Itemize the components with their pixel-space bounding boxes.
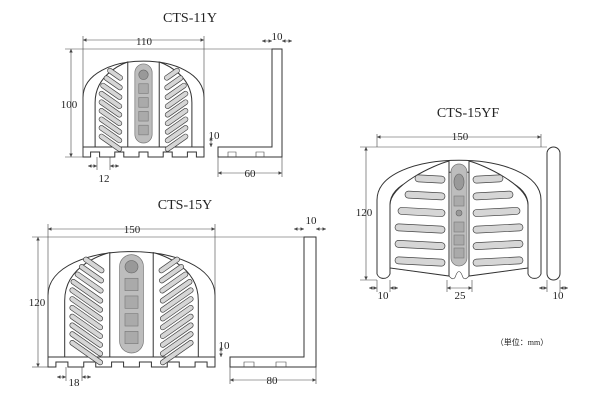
cts-15y-right-slat — [159, 271, 189, 294]
cts-15y-right-slat — [159, 264, 185, 284]
cts-11y-right-slat — [164, 90, 189, 109]
cts-11y-right-slat — [164, 82, 187, 100]
cts-15y-left-slat — [69, 322, 104, 348]
cts-15y-notch-label: 18 — [69, 377, 81, 389]
cts-11y-right-slat — [164, 125, 189, 144]
cts-15y-right-slat — [159, 296, 194, 322]
cts-15y-center-block — [124, 277, 139, 291]
cts-15yf-left-slat — [394, 240, 446, 250]
cts-15y-ramp-notches — [243, 361, 287, 367]
cts-15yf-height-label: 120 — [356, 207, 373, 219]
cts-11y-right-slat — [164, 67, 180, 81]
cts-15yf-base-edge — [389, 267, 529, 280]
cts-15yf-left-slat — [394, 223, 446, 234]
cts-15yf-notch-label: 25 — [455, 290, 467, 302]
cts-11y-width-label: 110 — [136, 36, 153, 48]
cts-11y-left-slat — [98, 108, 123, 127]
cts-15yf-right-wall-label: 10 — [553, 290, 565, 302]
cts-11y-left-slat — [98, 133, 123, 152]
cts-15yf-right-slat — [472, 223, 524, 234]
cts-15yf-right-slat — [472, 256, 524, 267]
cts-15y-title: CTS-15Y — [158, 198, 212, 213]
cts-15y-edge-ramp — [229, 236, 317, 368]
cts-15y-center-block — [124, 295, 139, 309]
cts-15y-left-slat — [69, 296, 104, 322]
cts-15yf-left-slat — [397, 207, 446, 217]
cts-15y-width-label: 150 — [124, 224, 141, 236]
cts-15yf-left-slat — [404, 190, 446, 201]
cts-15y-left-slat — [69, 331, 104, 357]
cts-11y-base-strip — [82, 146, 205, 158]
cts-15y-left-slat — [83, 256, 105, 274]
cts-11y-ramp-notches — [227, 151, 265, 157]
cts-15y-left-slat — [74, 271, 104, 294]
cts-15y-right-slat — [159, 287, 194, 313]
cts-15y-left-slat — [69, 313, 104, 339]
cts-11y-edge-ramp — [217, 48, 283, 158]
cts-11y-right-slat — [164, 133, 189, 152]
cts-15y-right-slat — [159, 340, 194, 366]
cts-11y-center-block — [138, 97, 149, 108]
cts-11y-center-block — [138, 111, 149, 122]
cts-15yf-right-slat — [472, 174, 504, 184]
cts-11y-left-slat — [107, 67, 123, 81]
cts-11y-right-slat — [164, 116, 189, 135]
cts-11y-center-block — [138, 124, 149, 136]
cts-11y-height-label: 100 — [61, 99, 78, 111]
cts-15y-right-slat — [159, 322, 194, 348]
cts-15y-center-block — [124, 331, 139, 344]
cts-15yf-right-slat — [472, 190, 514, 201]
cts-15y-left-slat — [70, 279, 104, 304]
cts-11y-left-slat — [103, 75, 123, 91]
cts-11y-center-knob — [138, 69, 149, 80]
cts-15yf-center-block — [453, 234, 465, 246]
cts-15y-right-slat — [159, 279, 193, 304]
cts-11y-right-slat — [164, 99, 189, 118]
cts-15y-right-slat — [158, 256, 180, 274]
cts-15y-drawing: CTS-15Y 150 10 120 10 18 80 — [29, 198, 326, 389]
cts-15yf-left-wall-label: 10 — [378, 290, 390, 302]
cts-11y-notch-label: 12 — [99, 173, 110, 185]
cts-15yf-left-slat — [394, 256, 446, 267]
cts-15y-foot-label: 80 — [267, 375, 279, 387]
cts-11y-base-label: 10 — [209, 130, 221, 142]
cts-15yf-right-slat — [472, 240, 524, 250]
cts-15y-base-strip — [47, 356, 216, 368]
cts-15yf-left-slat — [414, 174, 446, 184]
cts-15y-center-block — [124, 313, 139, 327]
cts-15y-base-label: 10 — [219, 340, 231, 352]
cts-11y-foot-label: 60 — [245, 168, 257, 180]
cts-15y-height-label: 120 — [29, 297, 46, 309]
cts-15y-right-slat — [159, 304, 194, 331]
cts-11y-right-slat — [164, 75, 184, 91]
unit-note: （単位：mm） — [496, 337, 548, 347]
cts-11y-wall-label: 10 — [272, 31, 284, 43]
cts-11y-title: CTS-11Y — [163, 11, 217, 26]
cts-15yf-right-slat — [472, 207, 521, 217]
cts-15y-left-slat — [69, 304, 104, 331]
cts-15yf-edge-bar — [546, 146, 561, 281]
cts-15yf-center-knob — [453, 173, 465, 191]
cts-15yf-center-block — [453, 247, 465, 259]
cts-15yf-center-block — [453, 195, 465, 207]
cts-15yf-drawing: CTS-15YF 150 120 10 25 10 — [356, 106, 568, 302]
cts-15yf-center-dot — [455, 209, 463, 217]
cts-11y-center-block — [138, 83, 149, 94]
cts-15yf-center-block — [453, 221, 465, 233]
cts-11y-left-slat — [98, 116, 123, 135]
cts-15y-center-knob — [124, 260, 139, 274]
cts-15y-right-slat — [159, 331, 194, 357]
cts-11y-left-slat — [98, 125, 123, 144]
cts-15y-wall-label: 10 — [306, 215, 318, 227]
cts-15y-left-slat — [78, 264, 104, 284]
cts-11y-left-slat — [100, 82, 123, 100]
cts-11y-left-slat — [98, 90, 123, 109]
cts-11y-right-slat — [164, 108, 189, 127]
cts-15y-left-slat — [69, 340, 104, 366]
cts-15y-left-slat — [69, 287, 104, 313]
cts-11y-drawing: CTS-11Y 110 10 100 10 12 60 — [61, 11, 292, 185]
cts-15yf-title: CTS-15YF — [437, 106, 499, 121]
cts-11y-left-slat — [98, 99, 123, 118]
cts-15y-right-slat — [159, 313, 194, 339]
